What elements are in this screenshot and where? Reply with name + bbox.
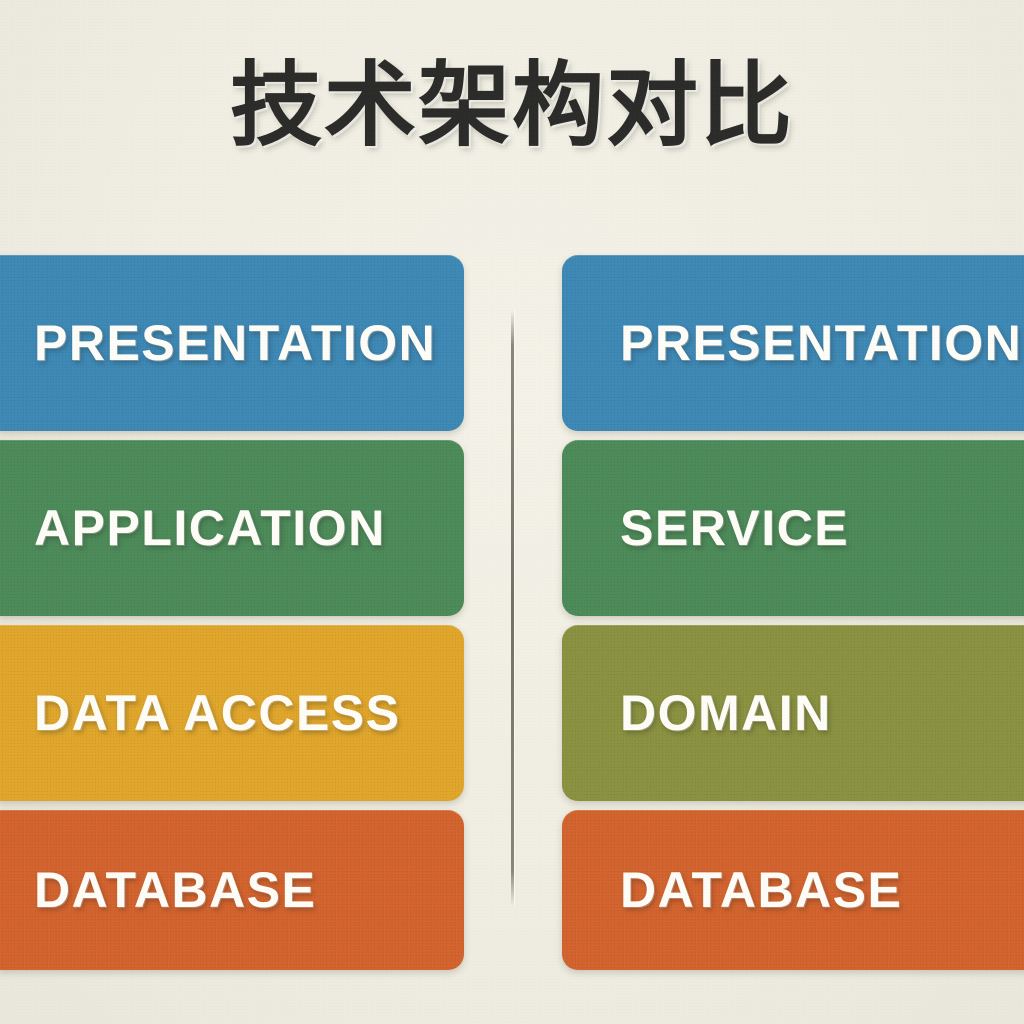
- right-architecture-column: PRESENTATION SERVICE DOMAIN DATABASE: [562, 255, 1024, 970]
- left-architecture-column: PRESENTATION APPLICATION DATA ACCESS DAT…: [0, 255, 464, 970]
- layer-block-presentation-left[interactable]: PRESENTATION: [0, 255, 464, 431]
- layer-label: PRESENTATION: [34, 315, 437, 371]
- layer-label: PRESENTATION: [620, 315, 1023, 371]
- layer-label: DATABASE: [34, 862, 317, 918]
- layer-block-database-right[interactable]: DATABASE: [562, 810, 1024, 970]
- page-title: 技术架构对比: [229, 52, 794, 159]
- layer-label: DATABASE: [620, 862, 903, 918]
- column-divider: [511, 310, 514, 906]
- layer-block-data-access[interactable]: DATA ACCESS: [0, 625, 464, 801]
- layer-block-presentation-right[interactable]: PRESENTATION: [562, 255, 1024, 431]
- layer-label: DOMAIN: [620, 685, 832, 741]
- layer-label: SERVICE: [620, 500, 850, 556]
- layer-label: APPLICATION: [34, 500, 386, 556]
- layer-block-service[interactable]: SERVICE: [562, 440, 1024, 616]
- layer-label: DATA ACCESS: [34, 685, 401, 741]
- layer-block-domain[interactable]: DOMAIN: [562, 625, 1024, 801]
- page-title-container: 技术架构对比: [0, 52, 1024, 159]
- layer-block-database-left[interactable]: DATABASE: [0, 810, 464, 970]
- layer-block-application[interactable]: APPLICATION: [0, 440, 464, 616]
